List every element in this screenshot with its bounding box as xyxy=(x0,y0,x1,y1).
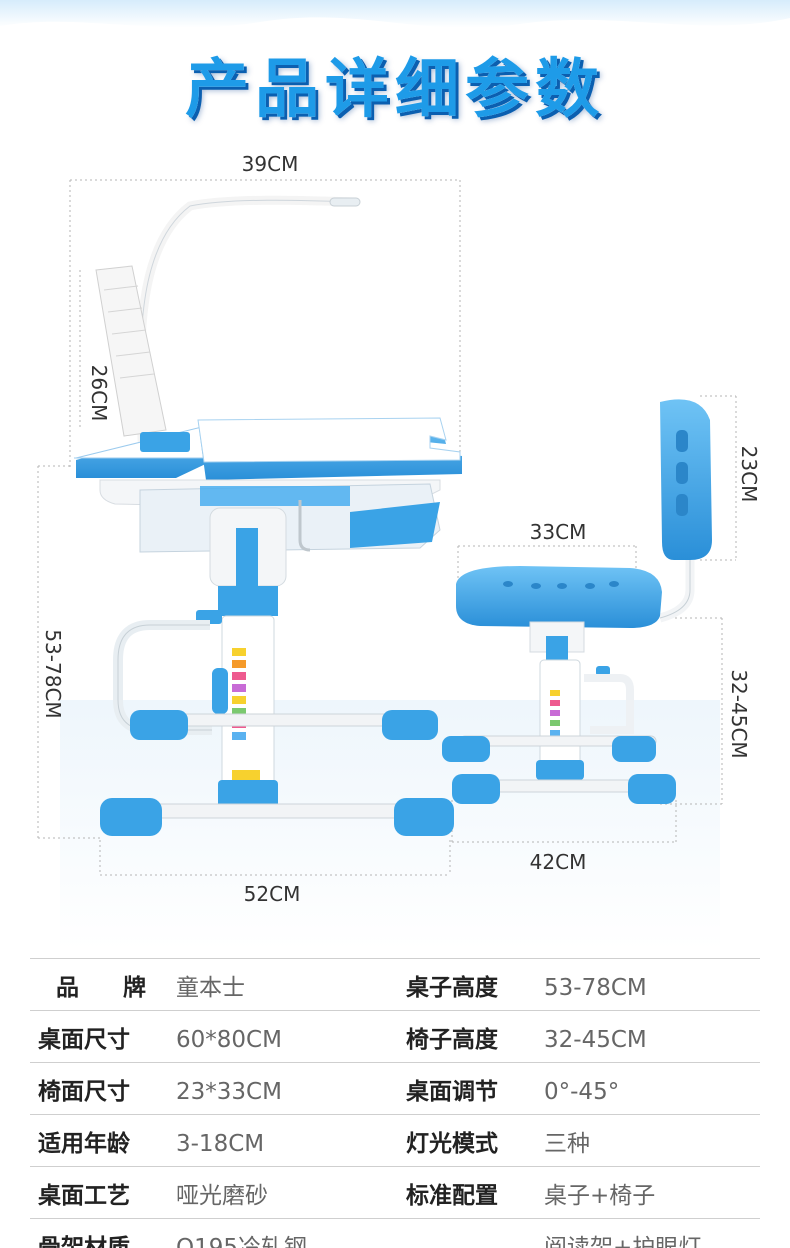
spec-value: 童本士 xyxy=(176,975,245,1001)
spec-label: 适用年龄 xyxy=(38,1131,130,1157)
dim-desk-top-width: 39CM xyxy=(242,152,299,176)
spec-value: 3-18CM xyxy=(176,1131,265,1157)
chair xyxy=(442,399,712,804)
spec-value: 23*33CM xyxy=(176,1079,282,1105)
desk-chair-illustration: 39CM 26CM 53-78CM 52CM 33CM 23CM 32-45CM… xyxy=(37,152,761,950)
spec-value: 桌子+椅子 xyxy=(544,1183,656,1209)
dim-chair-back-height: 23CM xyxy=(737,446,761,503)
spec-label xyxy=(406,1219,536,1248)
spec-row: 适用年龄 3-18CM 灯光模式 三种 xyxy=(30,1114,760,1166)
spec-value: 32-45CM xyxy=(544,1027,647,1053)
desk xyxy=(74,195,462,836)
spec-row: 骨架材质 Q195冷轧钢 阅读架+护眼灯 xyxy=(30,1218,760,1248)
spec-label: 骨架材质 xyxy=(38,1235,130,1248)
spec-label: 椅面尺寸 xyxy=(38,1079,130,1105)
spec-value: 53-78CM xyxy=(544,975,647,1001)
spec-row: 椅面尺寸 23*33CM 桌面调节 0°-45° xyxy=(30,1062,760,1114)
spec-value: 三种 xyxy=(544,1131,590,1157)
dim-chair-base-width: 42CM xyxy=(530,850,587,874)
spec-label: 桌面尺寸 xyxy=(38,1027,130,1053)
dim-desk-base-width: 52CM xyxy=(244,882,301,906)
spec-label: 椅子高度 xyxy=(406,1027,498,1053)
spec-value: 0°-45° xyxy=(544,1079,620,1105)
spec-table: 品 牌 童本士 桌子高度 53-78CM 桌面尺寸 60*80CM 椅子高度 3… xyxy=(30,958,760,1248)
spec-row: 桌面工艺 哑光磨砂 标准配置 桌子+椅子 xyxy=(30,1166,760,1218)
spec-value: 哑光磨砂 xyxy=(176,1183,268,1209)
dim-desk-height: 53-78CM xyxy=(41,629,65,718)
dim-chair-seat-width: 33CM xyxy=(530,520,587,544)
top-wave-decoration xyxy=(0,0,790,28)
spec-label: 桌面调节 xyxy=(406,1079,498,1105)
dim-bookstand-height: 26CM xyxy=(87,365,111,422)
spec-label: 标准配置 xyxy=(406,1183,498,1209)
spec-label: 品 牌 xyxy=(56,975,165,1001)
spec-value: 60*80CM xyxy=(176,1027,282,1053)
spec-label: 桌子高度 xyxy=(406,975,498,1001)
spec-row: 桌面尺寸 60*80CM 椅子高度 32-45CM xyxy=(30,1010,760,1062)
dim-chair-seat-height: 32-45CM xyxy=(727,669,751,758)
spec-row: 品 牌 童本士 桌子高度 53-78CM xyxy=(30,958,760,1010)
spec-label: 桌面工艺 xyxy=(38,1183,130,1209)
spec-label: 灯光模式 xyxy=(406,1131,498,1157)
spec-value: Q195冷轧钢 xyxy=(176,1235,308,1248)
page-title: 产品详细参数 xyxy=(185,53,605,127)
spec-value: 阅读架+护眼灯 xyxy=(544,1235,702,1248)
